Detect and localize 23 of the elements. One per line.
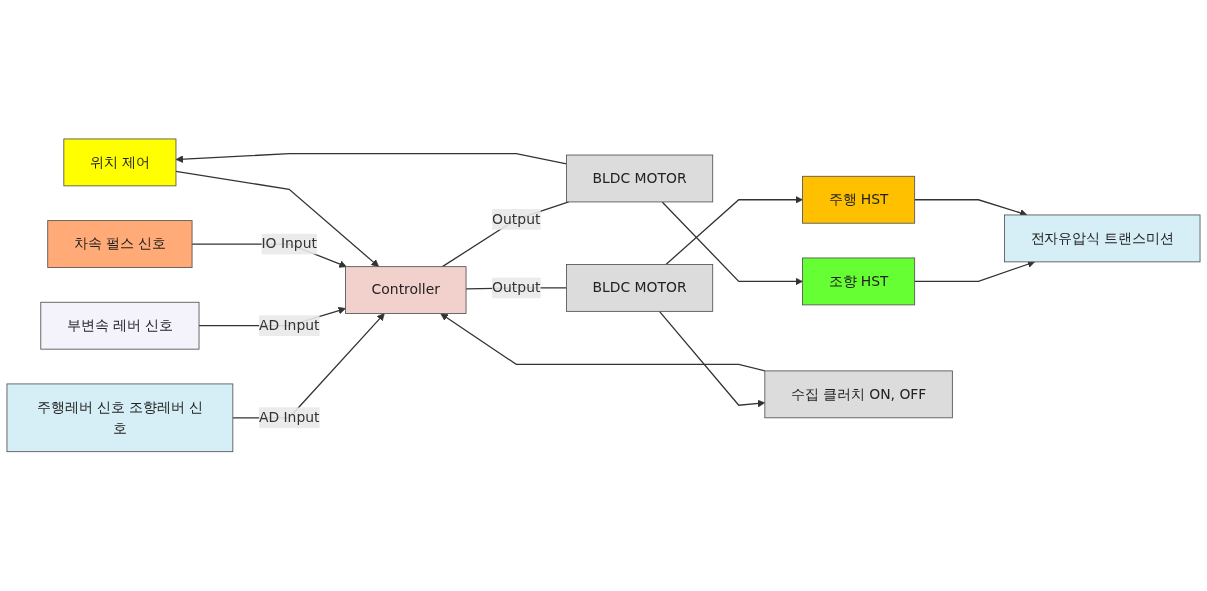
node-box: 위치 제어	[63, 138, 177, 187]
edge-label: AD Input	[258, 409, 320, 426]
arrow	[914, 199, 1028, 217]
node-box: 주행 HST	[802, 176, 916, 224]
edge-label: IO Input	[261, 235, 317, 253]
node-box: 부변속 레버 신호	[40, 302, 200, 350]
node-box: 전자유압식 트랜스미션	[1004, 214, 1201, 263]
arrow	[232, 313, 385, 419]
arrow	[658, 310, 766, 408]
arrow	[175, 153, 568, 165]
node-box: 주행레버 신호 조향레버 신호	[6, 383, 234, 453]
edge-label: AD Input	[258, 317, 320, 334]
edge-label: Output	[492, 279, 541, 296]
edge-label: Output	[492, 210, 541, 228]
arrow	[440, 313, 766, 372]
node-box: 조향 HST	[802, 257, 916, 306]
node-box: 수집 클러치 ON, OFF	[764, 370, 953, 419]
arrow	[665, 196, 803, 266]
node-box: 차속 펄스 신호	[47, 220, 193, 269]
node-box: BLDC MOTOR	[566, 264, 714, 312]
node-box: BLDC MOTOR	[566, 154, 714, 203]
arrow	[661, 201, 803, 286]
node-box: Controller	[345, 266, 467, 315]
